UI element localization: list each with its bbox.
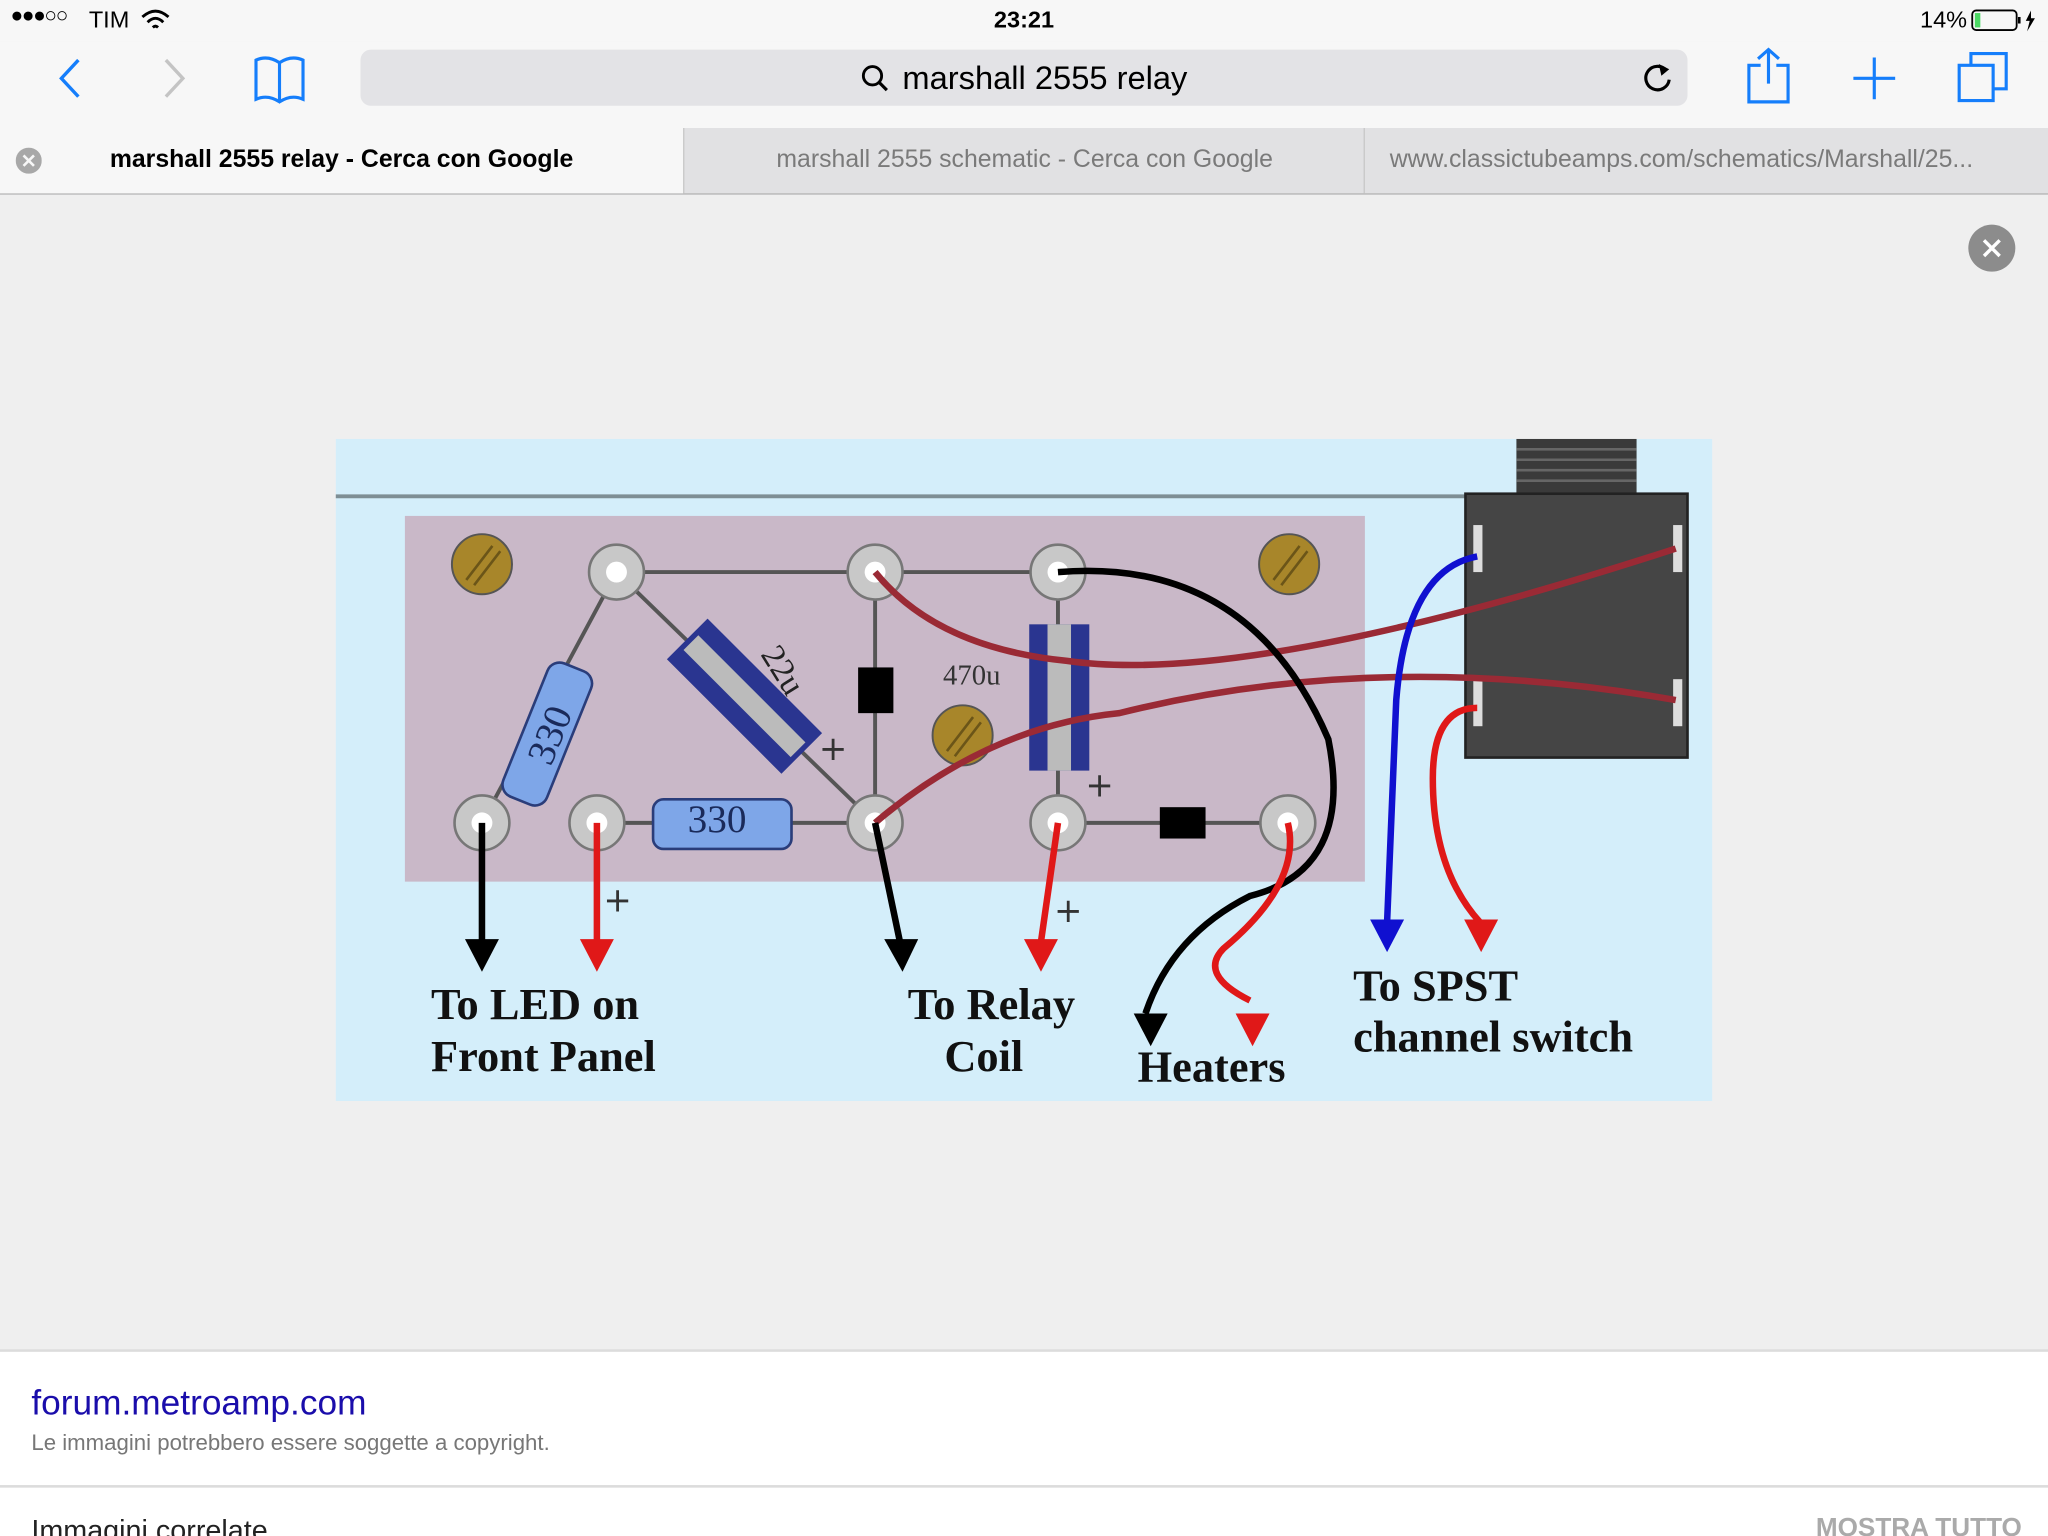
battery-percent: 14% xyxy=(1919,6,1968,33)
label-relay-line1: To Relay xyxy=(908,979,1075,1029)
divider xyxy=(0,1485,2048,1488)
label-heaters: Heaters xyxy=(1138,1041,1286,1091)
turret-terminals xyxy=(453,543,1317,852)
status-bar: ●●●○○ TIM 23:21 14% xyxy=(0,0,2048,42)
wires xyxy=(478,545,1677,1015)
tab-classictubeamps[interactable]: www.classictubeamps.com/schematics/Marsh… xyxy=(1363,127,2048,194)
carrier-label: TIM xyxy=(88,6,130,33)
svg-text:330: 330 xyxy=(688,798,747,841)
diode-2 xyxy=(1159,807,1206,839)
cap-470u-label: 470u xyxy=(943,659,1000,691)
source-link[interactable]: forum.metroamp.com xyxy=(31,1383,367,1423)
wifi-icon xyxy=(141,9,170,29)
new-tab-icon[interactable] xyxy=(1851,55,1898,102)
plus-sign: + xyxy=(1085,766,1113,806)
jack-socket xyxy=(1464,438,1689,759)
relay-wiring-diagram-image[interactable]: 330 22u 470u 330 xyxy=(335,438,1713,1102)
clock: 23:21 xyxy=(993,6,1055,33)
back-icon[interactable] xyxy=(55,57,86,101)
copyright-notice: Le immagini potrebbero essere soggette a… xyxy=(31,1430,550,1456)
tab-marshall-schematic[interactable]: marshall 2555 schematic - Cerca con Goog… xyxy=(683,127,1365,194)
label-led-line2: Front Panel xyxy=(431,1031,656,1081)
label-led-line1: To LED on xyxy=(431,979,639,1029)
reload-icon[interactable] xyxy=(1640,61,1674,95)
arrowheads xyxy=(464,919,1499,1047)
address-bar[interactable]: marshall 2555 relay xyxy=(360,49,1688,106)
diode xyxy=(858,667,894,714)
tab-marshall-relay[interactable]: marshall 2555 relay - Cerca con Google xyxy=(0,127,684,194)
related-images-heading: Immagini correlate xyxy=(31,1513,268,1536)
label-spst-line2: channel switch xyxy=(1353,1011,1633,1061)
bookmarks-icon[interactable] xyxy=(252,55,309,105)
close-image-button[interactable] xyxy=(1968,224,2016,272)
browser-toolbar: marshall 2555 relay xyxy=(0,41,2048,128)
battery-icon xyxy=(1971,9,2035,32)
tab-bar: marshall 2555 relay - Cerca con Google m… xyxy=(0,127,2048,195)
forward-icon[interactable] xyxy=(159,57,190,101)
image-info-panel: forum.metroamp.com Le immagini potrebber… xyxy=(0,1349,2048,1536)
close-tab-icon[interactable] xyxy=(15,147,42,174)
tab-label: marshall 2555 schematic - Cerca con Goog… xyxy=(776,146,1273,174)
address-query[interactable]: marshall 2555 relay xyxy=(902,60,1188,97)
resistor-330-horizontal: 330 xyxy=(651,798,793,851)
screw-icon xyxy=(450,533,1321,767)
signal-strength-icon: ●●●○○ xyxy=(10,5,68,28)
capacitor-22u xyxy=(666,618,823,774)
plus-sign: + xyxy=(1054,891,1082,931)
show-all-button[interactable]: MOSTRA TUTTO xyxy=(1815,1513,2022,1536)
address-text: marshall 2555 relay xyxy=(360,60,1687,98)
tab-label: www.classictubeamps.com/schematics/Marsh… xyxy=(1389,146,1974,174)
capacitor-470u-band xyxy=(1047,624,1072,771)
search-icon xyxy=(861,65,888,92)
tab-label: marshall 2555 relay - Cerca con Google xyxy=(109,146,574,174)
label-spst-line1: To SPST xyxy=(1353,960,1518,1010)
label-relay-line2: Coil xyxy=(944,1031,1023,1081)
tabs-overview-icon[interactable] xyxy=(1955,50,2012,105)
plus-sign: + xyxy=(603,881,631,921)
plus-sign: + xyxy=(819,729,847,769)
share-icon[interactable] xyxy=(1744,47,1794,107)
close-icon xyxy=(1982,239,2001,258)
